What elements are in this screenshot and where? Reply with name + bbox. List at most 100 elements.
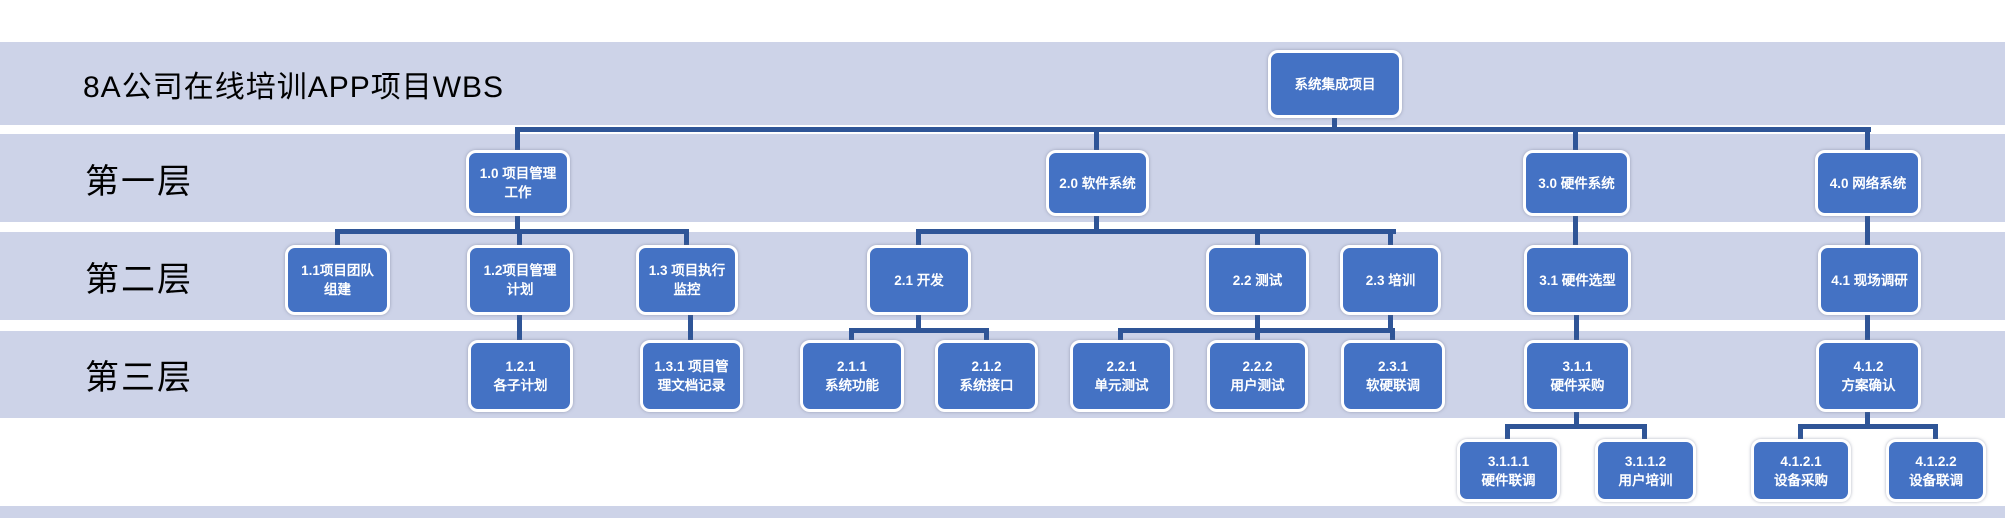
node-3-1-1-2[interactable]: 3.1.1.2 用户培训 (1595, 439, 1696, 502)
node-2-1[interactable]: 2.1 开发 (867, 245, 971, 315)
node-1-1[interactable]: 1.1项目团队 组建 (285, 245, 390, 315)
node-label-line: 3.1.1.1 (1487, 453, 1530, 469)
node-label-line: 硬件采购 (1550, 378, 1605, 393)
connector-drop-1-2 (517, 234, 522, 245)
connector-drop-1-3 (684, 234, 689, 245)
layer1-band: 第一层 (0, 134, 2005, 222)
node-3-1[interactable]: 3.1 硬件选型 (1524, 245, 1631, 315)
node-label-line: 组建 (324, 282, 351, 297)
node-2-0[interactable]: 2.0 软件系统 (1046, 150, 1149, 216)
node-3-1-1-1[interactable]: 3.1.1.1 硬件联调 (1457, 439, 1560, 502)
node-label-line: 1.3.1 项目管 (654, 359, 729, 374)
node-label-line: 理文档记录 (657, 378, 726, 393)
node-label-line: 设备联调 (1909, 472, 1963, 488)
node-4-0[interactable]: 4.0 网络系统 (1815, 150, 1921, 216)
node-3-0[interactable]: 3.0 硬件系统 (1523, 150, 1630, 216)
node-label-line: 计划 (506, 282, 534, 297)
node-label-line: 工作 (504, 185, 532, 200)
connector-drop-1-0 (515, 132, 520, 150)
node-label-line: 3.1.1.2 (1624, 453, 1667, 469)
title-band: 8A公司在线培训APP项目WBS (0, 42, 2005, 125)
node-label-line: 2.2 测试 (1232, 272, 1283, 288)
node-4-1[interactable]: 4.1 现场调研 (1818, 245, 1921, 315)
node-label-line: 3.1 硬件选型 (1539, 272, 1616, 288)
connector-1-2-to-1-2-1 (517, 315, 522, 340)
node-label-line: 2.3 培训 (1365, 272, 1416, 288)
node-1-3[interactable]: 1.3 项目执行 监控 (636, 245, 738, 315)
connector-1-3-to-1-3-1 (688, 315, 693, 340)
node-4-1-2-1[interactable]: 4.1.2.1 设备采购 (1751, 439, 1851, 502)
connector-drop-4-1-2-2 (1933, 429, 1938, 439)
node-label-line: 2.1.1 (836, 359, 868, 374)
connector-drop-2-1 (916, 234, 921, 245)
connector-feed-2-1 (916, 315, 921, 328)
connector-feed-4-1-2 (1865, 412, 1870, 424)
connector-feed-3-1-1 (1574, 412, 1579, 424)
node-label-line: 用户培训 (1618, 472, 1673, 488)
node-label-line: 3.0 硬件系统 (1538, 175, 1615, 191)
connector-drop-3-0 (1573, 132, 1578, 150)
node-1-0[interactable]: 1.0 项目管理 工作 (466, 150, 570, 216)
connector-feed-2-3 (1388, 315, 1393, 328)
node-label-line: 系统接口 (959, 378, 1014, 393)
connector-feed-2-0 (1094, 216, 1099, 229)
bottom-band (0, 506, 2005, 518)
layer1-label: 第一层 (85, 162, 193, 201)
node-root[interactable]: 系统集成项目 (1268, 50, 1402, 118)
connector-4-0-to-4-1 (1865, 216, 1870, 245)
node-label-line: 单元测试 (1094, 378, 1149, 393)
layer3-label: 第三层 (85, 359, 193, 397)
node-2-1-1[interactable]: 2.1.1 系统功能 (800, 340, 904, 412)
node-3-1-1[interactable]: 3.1.1 硬件采购 (1524, 340, 1631, 412)
connector-drop-3-1-1-2 (1642, 429, 1647, 439)
node-label-line: 4.1 现场调研 (1831, 272, 1908, 288)
connector-drop-4-0 (1865, 132, 1870, 150)
node-label-line: 2.1 开发 (894, 272, 944, 288)
node-label-line: 监控 (673, 282, 701, 297)
node-label-line: 软硬联调 (1366, 378, 1420, 393)
connector-bar-2-0 (916, 229, 1396, 234)
slide-title: 8A公司在线培训APP项目WBS (83, 70, 505, 104)
node-label-line: 4.1.2.2 (1915, 453, 1957, 469)
node-1-2[interactable]: 1.2项目管理 计划 (467, 245, 573, 315)
connector-bar-1-0 (335, 229, 689, 234)
connector-drop-3-1-1-1 (1505, 429, 1510, 439)
node-label-line: 2.1.2 (971, 359, 1002, 374)
connector-drop-2-3-1 (1390, 333, 1395, 340)
node-label-line: 系统集成项目 (1294, 76, 1376, 92)
connector-drop-2-1-2 (984, 333, 989, 340)
node-label-line: 2.0 软件系统 (1059, 175, 1136, 191)
node-label-line: 1.0 项目管理 (479, 166, 557, 181)
connector-feed-2-2 (1255, 315, 1260, 328)
node-label-line: 1.2项目管理 (483, 263, 557, 278)
node-4-1-2-2[interactable]: 4.1.2.2 设备联调 (1886, 439, 1986, 502)
layer2-label: 第二层 (85, 260, 193, 299)
node-label-line: 1.1项目团队 (301, 263, 374, 278)
node-4-1-2[interactable]: 4.1.2 方案确认 (1816, 340, 1921, 412)
node-2-3-1[interactable]: 2.3.1 软硬联调 (1341, 340, 1445, 412)
node-1-3-1[interactable]: 1.3.1 项目管 理文档记录 (640, 340, 743, 412)
node-2-3[interactable]: 2.3 培训 (1340, 245, 1441, 315)
node-label-line: 设备采购 (1774, 472, 1828, 488)
connector-drop-2-2-2 (1255, 333, 1260, 340)
connector-drop-2-2 (1255, 234, 1260, 245)
node-label-line: 1.3 项目执行 (648, 263, 726, 278)
node-2-2[interactable]: 2.2 测试 (1206, 245, 1309, 315)
connector-bar-2-2-2-3 (1118, 328, 1395, 333)
node-2-1-2[interactable]: 2.1.2 系统接口 (935, 340, 1038, 412)
connector-root-drop (1332, 118, 1337, 132)
node-label-line: 3.1.1 (1562, 359, 1593, 374)
node-label-line: 用户测试 (1230, 378, 1285, 393)
node-label-line: 硬件联调 (1481, 472, 1536, 488)
node-label-line: 4.1.2.1 (1780, 453, 1822, 469)
node-label-line: 方案确认 (1841, 378, 1896, 393)
connector-4-1-to-4-1-2 (1865, 315, 1870, 340)
connector-drop-2-1-1 (849, 333, 854, 340)
node-2-2-2[interactable]: 2.2.2 用户测试 (1207, 340, 1308, 412)
connector-drop-4-1-2-1 (1798, 429, 1803, 439)
connector-3-1-to-3-1-1 (1574, 315, 1579, 340)
node-1-2-1[interactable]: 1.2.1 各子计划 (468, 340, 573, 412)
node-2-2-1[interactable]: 2.2.1 单元测试 (1070, 340, 1173, 412)
connector-drop-2-2-1 (1118, 333, 1123, 340)
